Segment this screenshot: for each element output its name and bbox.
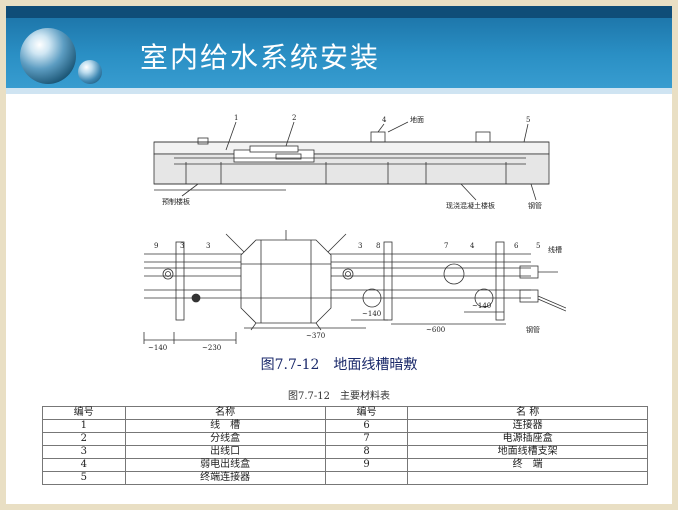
table-cell [407, 471, 648, 485]
table-row: 1 线 槽 6 连接器 [42, 419, 648, 433]
slide: 室内给水系统安装 [6, 6, 672, 504]
table-cell: 3 [42, 445, 126, 459]
table-cell: 终 端 [407, 458, 648, 472]
dim-140c: ~140 [472, 302, 491, 310]
header-banner: 室内给水系统安装 [6, 6, 672, 94]
table-cell: 1 [42, 419, 126, 433]
label-6: 6 [514, 242, 519, 250]
table-cell: 6 [324, 419, 409, 433]
slide-title: 室内给水系统安装 [140, 41, 381, 74]
label-2: 2 [292, 114, 296, 122]
label-steel-pipe-top: 钢管 [528, 201, 542, 210]
table-cell: 弱电出线盒 [124, 458, 326, 472]
materials-table: 编号 名称 编号 名 称 1 线 槽 6 连接器 2 分线盒 7 电源插座盒 3… [42, 406, 648, 485]
table-cell: 终端连接器 [124, 471, 326, 485]
label-8: 8 [376, 242, 380, 250]
dim-140b: ~140 [362, 310, 381, 318]
label-ground: 地面 [410, 115, 424, 124]
table-cell: 7 [324, 432, 409, 446]
label-3a: 3 [180, 242, 184, 250]
header-name-1: 名称 [124, 406, 326, 420]
table-row: 4 弱电出线盒 9 终 端 [42, 458, 648, 472]
table-cell [324, 471, 409, 485]
table-caption: 图7.7-12 主要材料表 [287, 391, 390, 402]
dim-370: ~370 [306, 332, 325, 340]
header-no-1: 编号 [42, 406, 126, 420]
table-cell: 9 [324, 458, 409, 472]
table-row: 3 出线口 8 地面线槽支架 [42, 445, 648, 459]
label-1: 1 [234, 114, 238, 122]
header-top-strip [6, 6, 672, 18]
table-cell: 线 槽 [124, 419, 326, 433]
figure-caption: 图7.7-12 地面线槽暗敷 [260, 357, 418, 373]
table-cell: 2 [42, 432, 126, 446]
label-cast-in-place-slab: 现浇混凝土楼板 [446, 201, 495, 210]
label-5b: 5 [536, 242, 540, 250]
dim-230: ~230 [202, 344, 221, 352]
label-4b: 4 [470, 242, 475, 250]
table-cell: 地面线槽支架 [407, 445, 648, 459]
label-3b: 3 [206, 242, 210, 250]
dim-140a: ~140 [148, 344, 167, 352]
label-trough: 线槽 [548, 245, 562, 254]
table-cell: 电源插座盒 [407, 432, 648, 446]
label-5: 5 [526, 116, 530, 124]
technical-drawing: 1 2 4 5 地面 预制楼板 现浇混凝土楼板 钢管 9 3 3 3 8 7 4… [143, 114, 566, 352]
label-7: 7 [444, 242, 448, 250]
table-cell: 分线盒 [124, 432, 326, 446]
label-4: 4 [382, 116, 387, 124]
header-name-2: 名 称 [407, 406, 648, 420]
label-precast-slab: 预制楼板 [162, 197, 190, 206]
table-row: 2 分线盒 7 电源插座盒 [42, 432, 648, 446]
table-cell: 8 [324, 445, 409, 459]
header-bottom-strip [6, 88, 672, 94]
decor-orb-small [78, 60, 102, 84]
table-row: 5 终端连接器 [42, 471, 648, 485]
table-cell: 出线口 [124, 445, 326, 459]
table-cell: 4 [42, 458, 126, 472]
dim-600: ~600 [426, 326, 445, 334]
table-header-row: 编号 名称 编号 名 称 [42, 406, 648, 420]
label-3c: 3 [358, 242, 362, 250]
table-cell: 5 [42, 471, 126, 485]
label-9: 9 [154, 242, 158, 250]
label-steel-pipe-bottom: 钢管 [526, 325, 540, 334]
table-cell: 连接器 [407, 419, 648, 433]
header-no-2: 编号 [324, 406, 409, 420]
decor-orb-large [20, 28, 76, 84]
